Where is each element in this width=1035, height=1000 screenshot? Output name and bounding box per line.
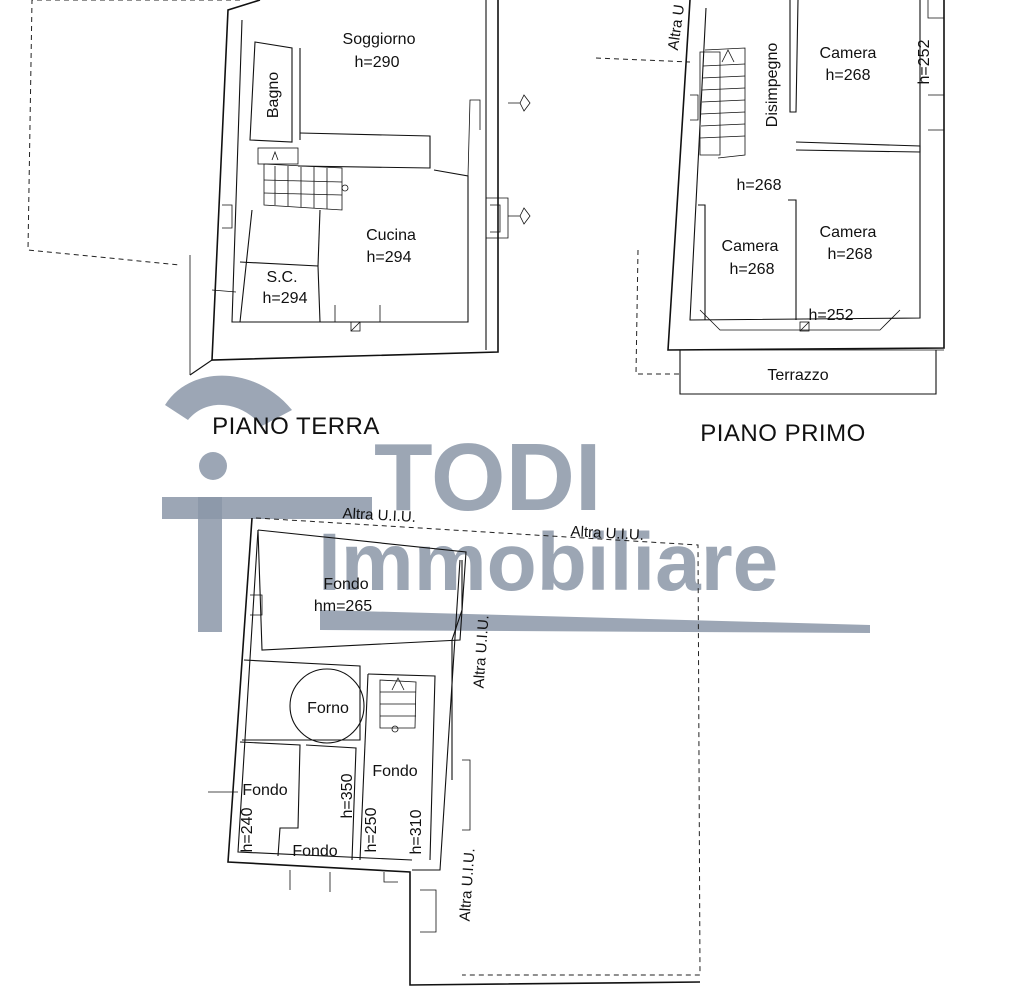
- first-floor-stairs: [699, 47, 746, 159]
- piano-primo-plan: Altra U Disimpegno Camera h=268 h=252 h=…: [595, 0, 945, 447]
- room-name-camera-2: Camera: [722, 238, 779, 255]
- room-name-soggiorno: Soggiorno: [343, 31, 416, 48]
- entrance-arrow-icon: [508, 207, 531, 225]
- basement-plan: Altra U.I.U. Altra U.I.U. Altra U.I.U. A…: [208, 505, 701, 986]
- room-height-camera-3: h=268: [828, 246, 873, 263]
- height-label-252-bottom: h=252: [809, 307, 854, 324]
- neighbor-label-basement-top: Altra U.I.U.: [342, 505, 416, 526]
- room-name-fondo-bottom: Fondo: [292, 843, 337, 860]
- room-name-forno: Forno: [307, 700, 349, 717]
- logo-bar-shape: [162, 497, 372, 519]
- piano-terra-plan: Soggiorno h=290 Bagno Cucina h=294 S.C. …: [27, 0, 531, 440]
- neighbor-label-basement-bottom-right: Altra U.I.U.: [456, 848, 478, 922]
- neighbor-label-basement-right: Altra U.I.U.: [470, 615, 492, 689]
- floor-title-piano-terra: PIANO TERRA: [212, 413, 380, 440]
- room-height-sc: h=294: [263, 290, 308, 307]
- ground-stairs: [257, 147, 349, 211]
- logo-dot-shape: [199, 452, 227, 480]
- room-name-fondo-main: Fondo: [323, 576, 368, 593]
- watermark-line2: Immobiliare: [318, 517, 778, 608]
- logo-stem-shape: [198, 497, 222, 632]
- room-name-fondo-right: Fondo: [372, 763, 417, 780]
- room-name-cucina: Cucina: [366, 227, 416, 244]
- entrance-arrow-icon: [508, 94, 531, 112]
- logo-underline-shape: [320, 610, 870, 633]
- neighbor-label-top: Altra U: [665, 3, 688, 51]
- height-label-252-top: h=252: [916, 39, 933, 84]
- watermark-logo: TODI Immobiliare: [162, 375, 870, 633]
- room-name-camera-1: Camera: [820, 45, 877, 62]
- room-name-sc: S.C.: [266, 269, 297, 286]
- room-height-camera-1: h=268: [826, 67, 871, 84]
- room-name-terrazzo: Terrazzo: [767, 367, 828, 384]
- height-label-240: h=240: [239, 807, 256, 852]
- room-height-soggiorno: h=290: [355, 54, 400, 71]
- height-label-250: h=250: [363, 807, 380, 852]
- basement-stairs: [367, 673, 436, 861]
- room-name-disimpegno: Disimpegno: [764, 43, 781, 128]
- logo-arch-shape: [165, 375, 292, 426]
- oven-shape: [289, 668, 365, 744]
- room-height-fondo-main: hm=265: [314, 598, 372, 615]
- room-name-bagno: Bagno: [265, 72, 282, 118]
- room-height-cucina: h=294: [367, 249, 412, 266]
- floor-title-piano-primo: PIANO PRIMO: [700, 420, 866, 447]
- room-name-camera-3: Camera: [820, 224, 877, 241]
- room-height-camera-2: h=268: [730, 261, 775, 278]
- height-label-268-hall: h=268: [737, 177, 782, 194]
- height-label-350: h=350: [339, 773, 356, 818]
- room-name-fondo-left: Fondo: [242, 782, 287, 799]
- watermark-line1: TODI: [374, 424, 602, 531]
- height-label-310: h=310: [408, 809, 425, 854]
- neighbor-label-basement-top-right: Altra U.I.U.: [570, 523, 644, 544]
